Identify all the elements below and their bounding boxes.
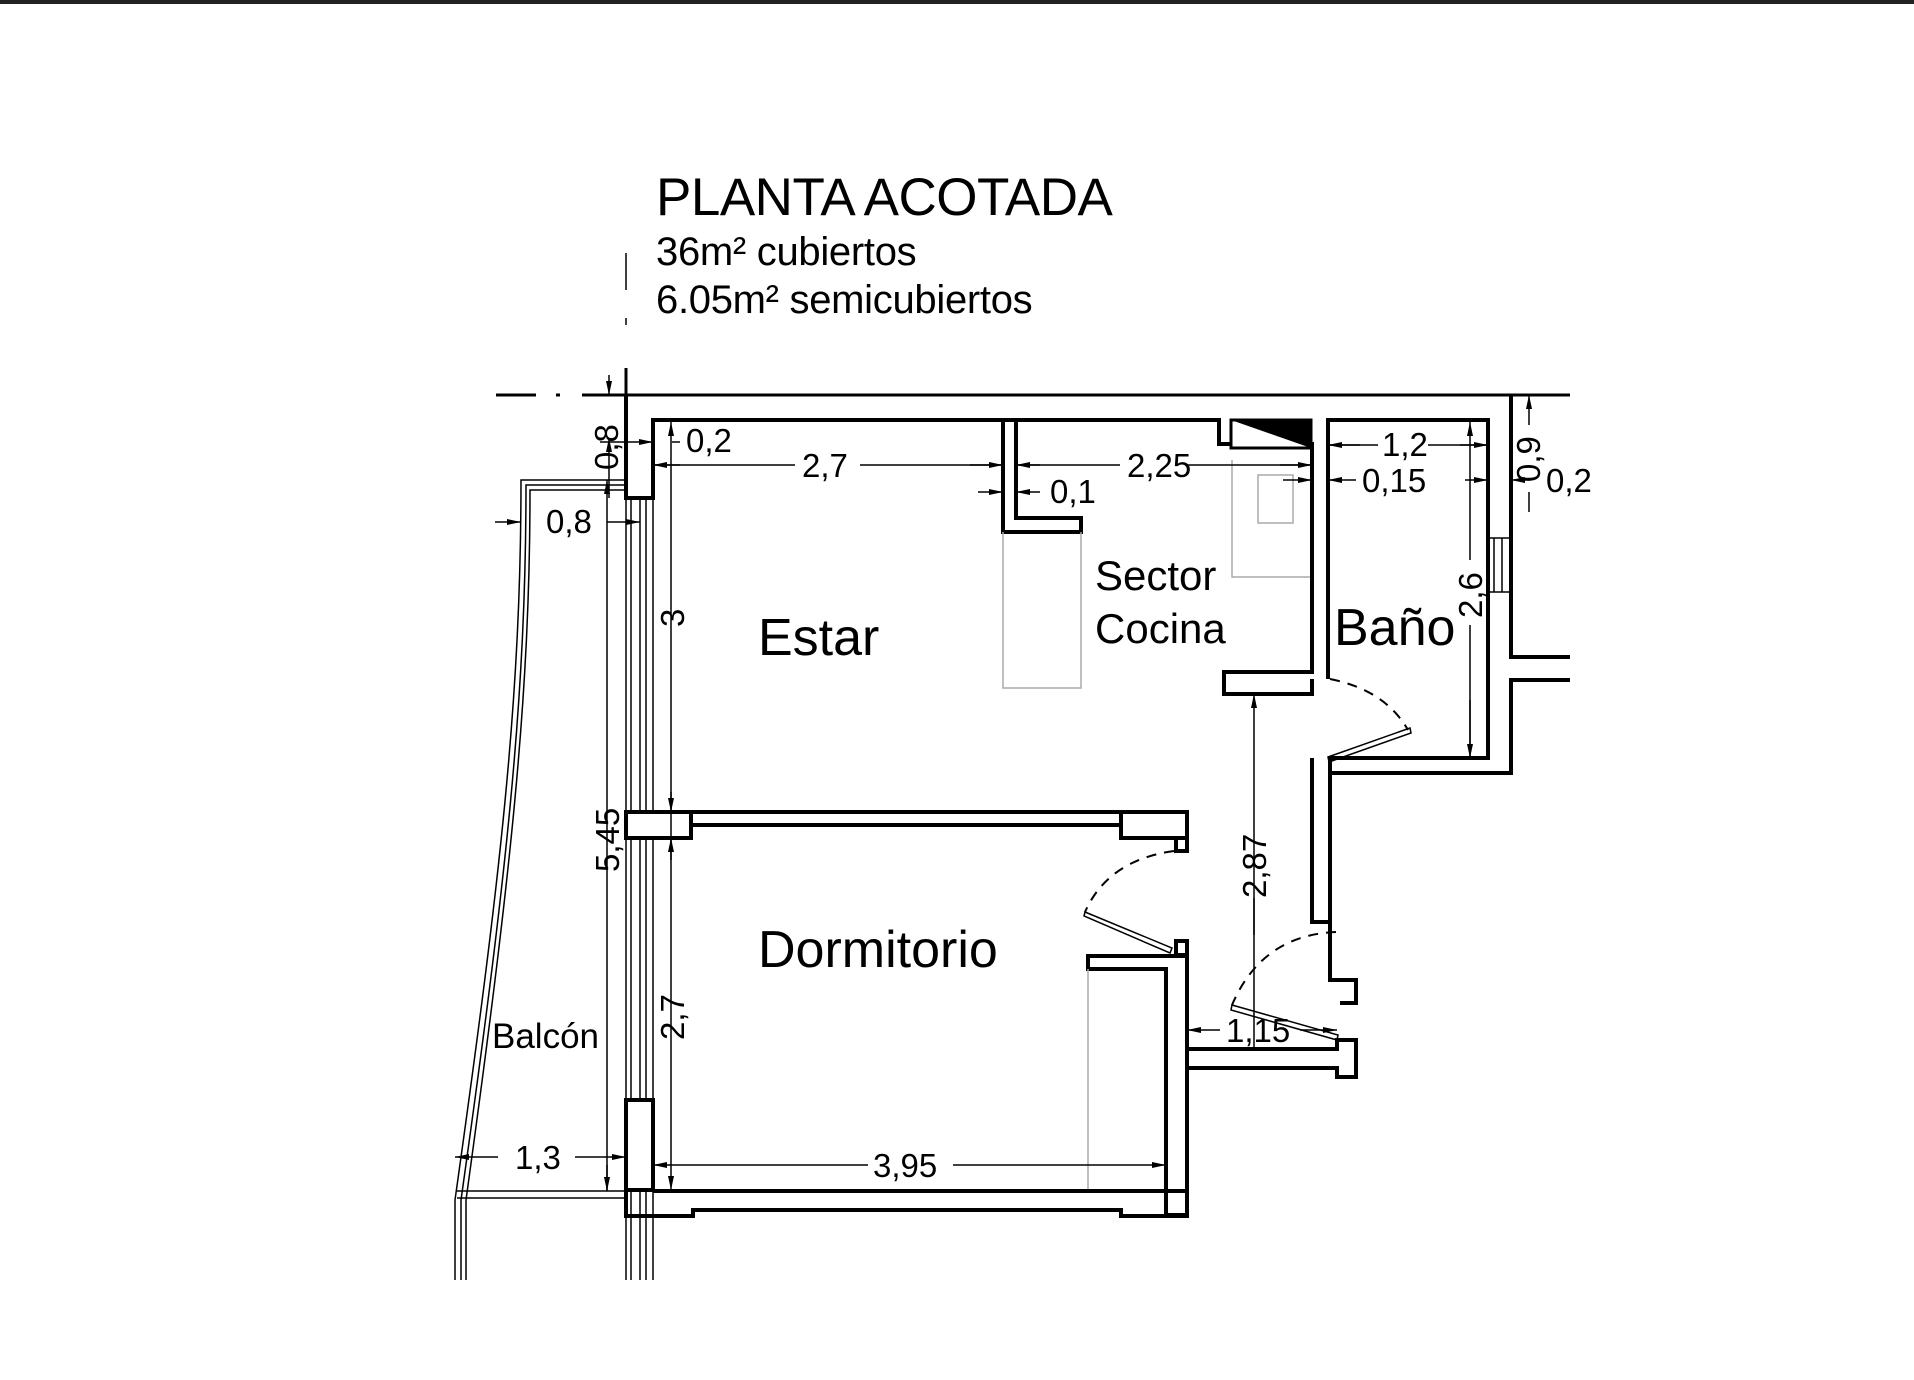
covered-area-label: 36m² cubiertos <box>656 230 917 274</box>
bottom-wall <box>624 1189 1189 1218</box>
room-label-dormitorio: Dormitorio <box>758 921 998 979</box>
dim-bano-width: 1,2 <box>1382 426 1428 463</box>
title-block: PLANTA ACOTADA 36m² cubiertos 6.05m² sem… <box>656 168 1113 324</box>
dim-estar-width: 2,7 <box>802 447 848 484</box>
reference-axes <box>496 253 1570 397</box>
room-label-estar: Estar <box>758 609 879 667</box>
entry-wall <box>1187 1038 1358 1079</box>
entry-door <box>1230 931 1339 1041</box>
bedroom-door <box>1083 850 1189 957</box>
window-top-bar <box>0 0 1914 4</box>
dim-balcony-width: 1,3 <box>515 1139 561 1176</box>
dim-right-offset: 0,9 <box>1510 436 1547 482</box>
exterior-walls <box>624 395 1570 1005</box>
dim-partition-thickness: 0,1 <box>1050 473 1096 510</box>
kitchen-cabinet <box>1231 460 1310 578</box>
kitchen-counter <box>1002 532 1082 689</box>
semicovered-area-label: 6.05m² semicubiertos <box>656 278 1033 322</box>
room-label-cocina-2: Cocina <box>1095 605 1226 652</box>
bedroom-partition <box>691 810 1189 853</box>
sink-outline <box>1257 474 1294 524</box>
dim-bano-wall: 0,15 <box>1362 462 1426 499</box>
dim-balcony-top: 0,8 <box>546 503 592 540</box>
room-label-cocina-1: Sector <box>1095 552 1216 599</box>
dimension-lines <box>455 375 1532 1191</box>
dim-right-wall: 0,2 <box>1546 462 1592 499</box>
dim-top-left-wall: 0,8 <box>588 424 625 470</box>
dim-dormitorio-width: 3,95 <box>873 1147 937 1184</box>
plan-title: PLANTA ACOTADA <box>656 168 1113 227</box>
dim-total-depth: 5,45 <box>589 808 626 872</box>
dim-cocina-width: 2,25 <box>1127 447 1191 484</box>
left-wall <box>624 498 693 1280</box>
room-label-bano: Baño <box>1334 599 1455 657</box>
dim-left-wall-thickness: 0,2 <box>686 422 732 459</box>
kitchen-partition <box>1001 420 1083 534</box>
dim-hall-depth: 2,87 <box>1236 834 1273 898</box>
dim-entry-width: 1,15 <box>1226 1012 1290 1049</box>
dim-bano-depth: 2,6 <box>1452 572 1489 618</box>
room-label-balcon: Balcón <box>492 1017 599 1056</box>
balcony-railing <box>454 479 626 1280</box>
dim-dormitorio-depth: 2,7 <box>654 994 691 1040</box>
bedroom-right-wall <box>1086 954 1189 1217</box>
ventilation-shaft <box>1229 418 1313 450</box>
bathroom-door <box>1327 678 1412 763</box>
dim-estar-depth: 3 <box>654 609 691 627</box>
